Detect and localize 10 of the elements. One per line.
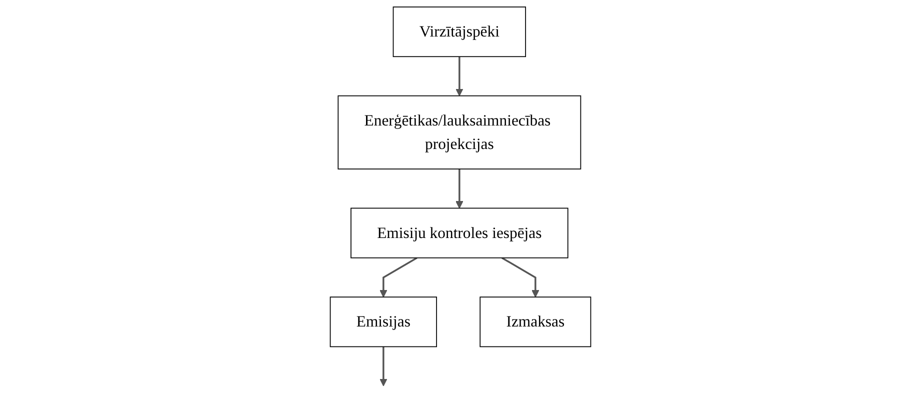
arrow xyxy=(380,257,418,298)
arrow xyxy=(501,257,540,298)
node-box: Izmaksas xyxy=(480,296,592,348)
arrow xyxy=(456,169,464,209)
node-box: Emisiju kontroles iespējas xyxy=(350,208,568,258)
node-box: Virzītājspēki xyxy=(392,6,526,58)
arrow xyxy=(380,346,388,386)
node-box: Enerģētikas/lauksaimniecības projekcijas xyxy=(338,95,582,170)
arrow xyxy=(456,56,464,96)
node-box: Emisijas xyxy=(330,296,437,348)
